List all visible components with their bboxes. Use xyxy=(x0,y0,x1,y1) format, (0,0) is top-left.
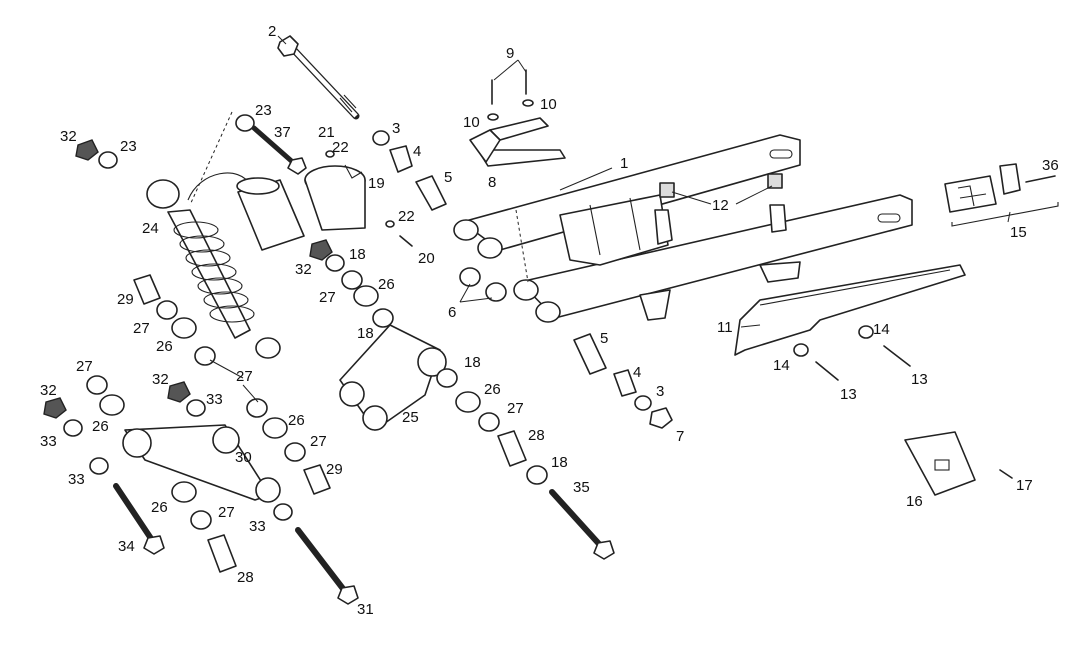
clips-12 xyxy=(659,173,783,198)
callout-32: 32 xyxy=(295,261,312,278)
callout-14: 14 xyxy=(873,321,890,338)
callout-33: 33 xyxy=(206,391,223,408)
callout-26: 26 xyxy=(151,499,168,516)
callout-29: 29 xyxy=(326,461,343,478)
callout-1: 1 xyxy=(620,155,628,172)
chain-adjuster xyxy=(944,163,1059,227)
callout-3: 3 xyxy=(656,383,664,400)
callout-13: 13 xyxy=(840,386,857,403)
callout-33: 33 xyxy=(40,433,57,450)
callout-23: 23 xyxy=(255,102,272,119)
callout-37: 37 xyxy=(274,124,291,141)
callout-labels: 1 2 3 3 4 4 5 5 6 7 8 9 10 10 11 12 13 1… xyxy=(40,23,1059,618)
callout-27: 27 xyxy=(236,368,253,385)
callout-5: 5 xyxy=(600,330,608,347)
chain-guide-bracket xyxy=(469,69,566,167)
callout-30: 30 xyxy=(235,449,252,466)
callout-8: 8 xyxy=(488,174,496,191)
callout-2: 2 xyxy=(268,23,276,40)
callout-27: 27 xyxy=(133,320,150,337)
callout-27: 27 xyxy=(218,504,235,521)
callout-24: 24 xyxy=(142,220,159,237)
leader-lines xyxy=(209,35,1011,403)
callout-26: 26 xyxy=(156,338,173,355)
chain-slider xyxy=(904,431,1013,496)
small-parts xyxy=(43,114,673,573)
callout-5: 5 xyxy=(444,169,452,186)
callout-14: 14 xyxy=(773,357,790,374)
chain-guard xyxy=(734,264,966,356)
callout-26: 26 xyxy=(288,412,305,429)
callout-19: 19 xyxy=(368,175,385,192)
callout-18: 18 xyxy=(551,454,568,471)
alignment-line xyxy=(515,209,529,283)
long-bolts xyxy=(113,125,615,605)
callout-3: 3 xyxy=(392,120,400,137)
bolt-2 xyxy=(277,35,360,120)
callout-32: 32 xyxy=(60,128,77,145)
callout-22: 22 xyxy=(332,139,349,156)
callout-18: 18 xyxy=(357,325,374,342)
callout-10: 10 xyxy=(540,96,557,113)
callout-36: 36 xyxy=(1042,157,1059,174)
callout-9: 9 xyxy=(506,45,514,62)
callout-22: 22 xyxy=(398,208,415,225)
callout-10: 10 xyxy=(463,114,480,131)
shock-absorber xyxy=(146,172,305,359)
callout-27: 27 xyxy=(319,289,336,306)
callout-28: 28 xyxy=(237,569,254,586)
callout-23: 23 xyxy=(120,138,137,155)
callout-25: 25 xyxy=(402,409,419,426)
callout-12: 12 xyxy=(712,197,729,214)
callout-26: 26 xyxy=(484,381,501,398)
rocker-link xyxy=(339,324,447,431)
callout-13: 13 xyxy=(911,371,928,388)
callout-20: 20 xyxy=(418,250,435,267)
callout-27: 27 xyxy=(310,433,327,450)
callout-32: 32 xyxy=(152,371,169,388)
callout-26: 26 xyxy=(92,418,109,435)
callout-6: 6 xyxy=(448,304,456,321)
callout-28: 28 xyxy=(528,427,545,444)
callout-34: 34 xyxy=(118,538,135,555)
callout-27: 27 xyxy=(76,358,93,375)
callout-16: 16 xyxy=(906,493,923,510)
callout-27: 27 xyxy=(507,400,524,417)
clamp-19 xyxy=(304,164,366,231)
callout-35: 35 xyxy=(573,479,590,496)
callout-18: 18 xyxy=(349,246,366,263)
callout-17: 17 xyxy=(1016,477,1033,494)
screws-13-14 xyxy=(793,325,911,381)
swingarm xyxy=(453,134,913,323)
callout-33: 33 xyxy=(249,518,266,535)
callout-4: 4 xyxy=(633,364,641,381)
callout-4: 4 xyxy=(413,143,421,160)
callout-11: 11 xyxy=(717,319,733,336)
callout-26: 26 xyxy=(378,276,395,293)
callout-29: 29 xyxy=(117,291,134,308)
callout-18: 18 xyxy=(464,354,481,371)
callout-32: 32 xyxy=(40,382,57,399)
tie-rod xyxy=(122,424,281,503)
callout-21: 21 xyxy=(318,124,335,141)
alignment-line xyxy=(189,111,233,206)
upper-spacers xyxy=(372,130,507,302)
callout-15: 15 xyxy=(1010,224,1027,241)
callout-33: 33 xyxy=(68,471,85,488)
callout-7: 7 xyxy=(676,428,684,445)
callout-31: 31 xyxy=(357,601,374,618)
